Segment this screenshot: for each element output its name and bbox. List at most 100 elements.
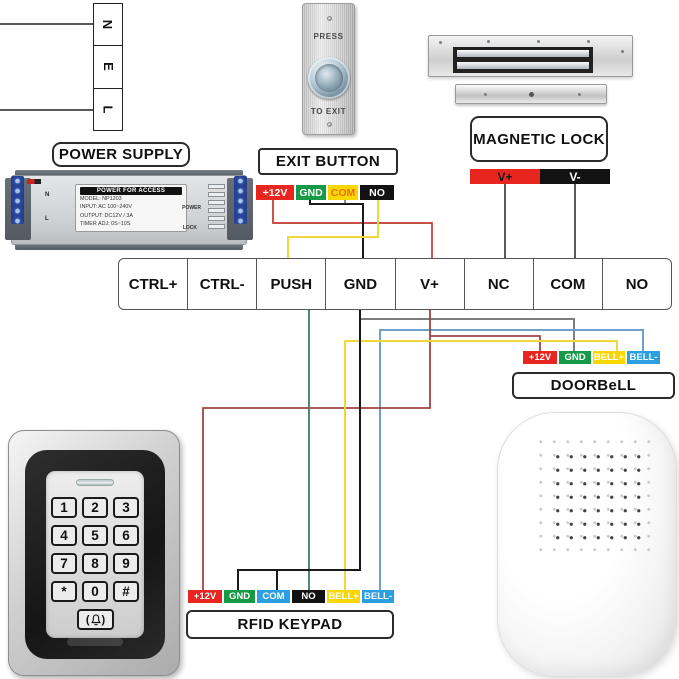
- psu-l-mark: L: [45, 216, 49, 222]
- keypad-bottom-slot: [67, 638, 123, 646]
- keypad-terminal-bellplus: BELL+: [327, 590, 360, 603]
- keypad-terminal-12v: +12V: [188, 590, 222, 603]
- lock-core-strip: [457, 62, 589, 69]
- keypad-terminal-com: COM: [257, 590, 290, 603]
- magnetic-lock-face: [453, 47, 593, 73]
- psu-bottom-cap: [15, 243, 243, 250]
- strip-cell-no: NO: [601, 259, 671, 309]
- screw-hole-icon: [439, 41, 442, 44]
- ac-terminal-l: L: [94, 87, 122, 130]
- keypad-panel: 1 2 3 4 5 6 7 8 9 * 0 # ( ): [46, 471, 144, 638]
- strip-cell-push: PUSH: [256, 259, 325, 309]
- ac-terminal-l-label: L: [100, 105, 116, 114]
- psu-right-terminal-block: [234, 176, 247, 224]
- doorbell-label: DOORBeLL: [512, 372, 675, 399]
- exit-button-device: PRESS TO EXIT: [302, 3, 355, 135]
- key-hash: #: [113, 581, 139, 602]
- doorbell-terminal-12v: +12V: [523, 351, 557, 364]
- screw-hole-icon: [537, 40, 540, 43]
- ac-terminal-n-label: N: [100, 19, 116, 30]
- keypad-terminal-gnd: GND: [224, 590, 255, 603]
- doorbell-device: [497, 412, 677, 677]
- keypad-bezel: 1 2 3 4 5 6 7 8 9 * 0 # ( ): [25, 450, 165, 659]
- screw-hole-icon: [621, 50, 624, 53]
- wire-exit-no-yellow: [287, 200, 379, 258]
- screw-hole-icon: [529, 92, 534, 97]
- speaker-holes-dark: [548, 448, 642, 543]
- bell-icon: [90, 613, 101, 625]
- psu-label-header: POWER FOR ACCESS: [80, 187, 182, 195]
- screw-icon: [327, 122, 332, 127]
- wire-vplus-doorbell-red: [430, 335, 541, 351]
- strip-cell-nc: NC: [463, 259, 533, 309]
- exit-push-button-inner: [314, 64, 343, 92]
- rfid-keypad-device: 1 2 3 4 5 6 7 8 9 * 0 # ( ): [8, 430, 180, 676]
- exit-button-label: EXIT BUTTON: [258, 148, 398, 175]
- key-3: 3: [113, 497, 139, 518]
- magnetic-lock-label: MAGNETIC LOCK: [470, 116, 608, 162]
- psu-mini-box: [208, 192, 225, 197]
- exit-button-press-text: PRESS: [313, 32, 344, 41]
- psu-label-plate: POWER FOR ACCESS MODEL: NP1203 INPUT: AC…: [75, 184, 187, 232]
- power-supply-label: POWER SUPPLY: [52, 142, 190, 167]
- exit-terminal-no: NO: [360, 185, 394, 200]
- paren-left: (: [85, 613, 90, 626]
- lock-terminal-vminus: V-: [540, 169, 610, 184]
- keypad-terminal-bellminus: BELL-: [362, 590, 394, 603]
- psu-mini-box: [208, 200, 225, 205]
- doorbell-key: ( ): [77, 609, 114, 630]
- exit-push-button: [307, 57, 350, 99]
- controller-terminal-strip: CTRL+ CTRL- PUSH GND V+ NC COM NO: [118, 258, 672, 310]
- wire-gnd-keypad-black: [237, 310, 361, 590]
- key-star: *: [51, 581, 77, 602]
- strip-cell-ctrl-plus: CTRL+: [128, 275, 178, 293]
- ac-terminal-e-label: E: [100, 62, 116, 72]
- ac-terminal-e: E: [94, 45, 122, 87]
- screw-icon: [327, 16, 332, 21]
- strip-cell-gnd: GND: [325, 259, 394, 309]
- psu-input-line: INPUT: AC 100~240V: [80, 204, 132, 211]
- key-1: 1: [51, 497, 77, 518]
- strip-cell-com: COM: [532, 259, 602, 309]
- screw-hole-icon: [578, 93, 581, 96]
- psu-lock-text: LOCK: [182, 225, 197, 231]
- psu-mini-box: [208, 216, 225, 221]
- psu-left-terminal-block: [11, 176, 24, 224]
- keypad-terminal-no: NO: [292, 590, 325, 603]
- strip-cell-ctrl-minus: CTRL-: [187, 259, 256, 309]
- psu-ac-stub: [27, 179, 41, 184]
- exit-terminal-com: COM: [328, 185, 358, 200]
- key-6: 6: [113, 525, 139, 546]
- doorbell-terminal-bellminus: BELL-: [627, 351, 660, 364]
- psu-power-text: POWER: [182, 205, 201, 211]
- psu-mini-box: [208, 184, 225, 189]
- rfid-keypad-label: RFID KEYPAD: [186, 610, 394, 639]
- key-5: 5: [82, 525, 108, 546]
- wire-bellplus-yellow: [344, 340, 618, 590]
- wire-vplus-keypad-red: [202, 310, 431, 590]
- key-9: 9: [113, 553, 139, 574]
- psu-top-cap: [15, 170, 243, 177]
- wire-exit-12v-red: [272, 200, 433, 258]
- doorbell-terminal-gnd: GND: [559, 351, 591, 364]
- key-7: 7: [51, 553, 77, 574]
- screw-hole-icon: [487, 40, 490, 43]
- screw-hole-icon: [587, 40, 590, 43]
- wire-exit-gnd-black: [309, 200, 364, 258]
- key-0: 0: [82, 581, 108, 602]
- psu-mini-box: [208, 208, 225, 213]
- led-indicator: [76, 479, 114, 486]
- key-2: 2: [82, 497, 108, 518]
- key-8: 8: [82, 553, 108, 574]
- magnetic-lock-device: [428, 35, 633, 77]
- paren-right: ): [101, 613, 106, 626]
- lock-terminal-vplus: V+: [470, 169, 540, 184]
- doorbell-terminal-bellplus: BELL+: [593, 351, 625, 364]
- wire-gnd-doorbell-gray: [360, 318, 575, 351]
- lock-core-strip: [457, 50, 589, 57]
- exit-button-toexit-text: TO EXIT: [310, 107, 347, 116]
- screw-hole-icon: [484, 93, 487, 96]
- psu-output-line: OUTPUT: DC12V / 3A: [80, 212, 134, 219]
